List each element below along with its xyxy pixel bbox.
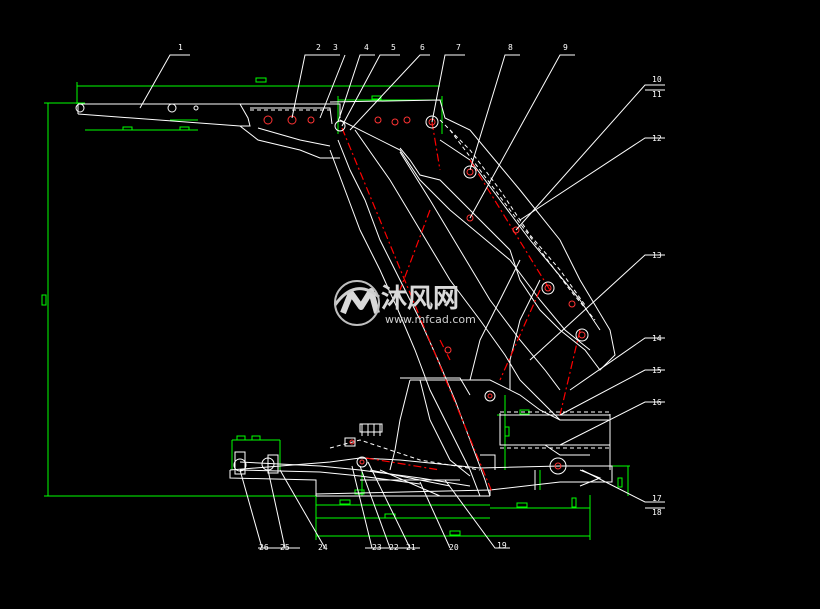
part-label-16: 16 [652, 398, 662, 407]
watermark-logo [333, 280, 380, 326]
support-structure-outline [77, 99, 616, 497]
hidden-lines [250, 109, 611, 471]
part-label-23: 23 [372, 543, 382, 552]
part-label-2: 2 [316, 43, 321, 52]
part-label-14: 14 [652, 334, 662, 343]
part-label-22: 22 [389, 543, 399, 552]
part-label-18: 18 [652, 508, 662, 517]
part-label-26: 26 [259, 543, 269, 552]
part-label-5: 5 [391, 43, 396, 52]
part-label-9: 9 [563, 43, 568, 52]
center-lines [341, 121, 581, 493]
part-label-11: 11 [652, 90, 662, 99]
leader-lines [139, 54, 665, 549]
part-label-6: 6 [420, 43, 425, 52]
part-label-13: 13 [652, 251, 662, 260]
watermark: 沐风网 www.mfcad.com [333, 280, 476, 326]
part-label-15: 15 [652, 366, 662, 375]
part-label-7: 7 [456, 43, 461, 52]
part-label-4: 4 [364, 43, 369, 52]
part-label-24: 24 [318, 543, 328, 552]
part-label-21: 21 [406, 543, 416, 552]
part-label-1: 1 [178, 43, 183, 52]
part-label-10: 10 [652, 75, 662, 84]
part-label-8: 8 [508, 43, 513, 52]
part-label-25: 25 [280, 543, 290, 552]
part-label-20: 20 [449, 543, 459, 552]
part-label-3: 3 [333, 43, 338, 52]
watermark-url: www.mfcad.com [385, 313, 476, 326]
part-label-19: 19 [497, 541, 507, 550]
hinge-pins [75, 103, 589, 475]
watermark-brand: 沐风网 [381, 284, 459, 314]
part-labels: 1 2 3 4 5 6 7 8 9 10 11 12 13 14 15 16 1… [178, 43, 662, 552]
part-label-17: 17 [652, 494, 662, 503]
part-label-12: 12 [652, 134, 662, 143]
